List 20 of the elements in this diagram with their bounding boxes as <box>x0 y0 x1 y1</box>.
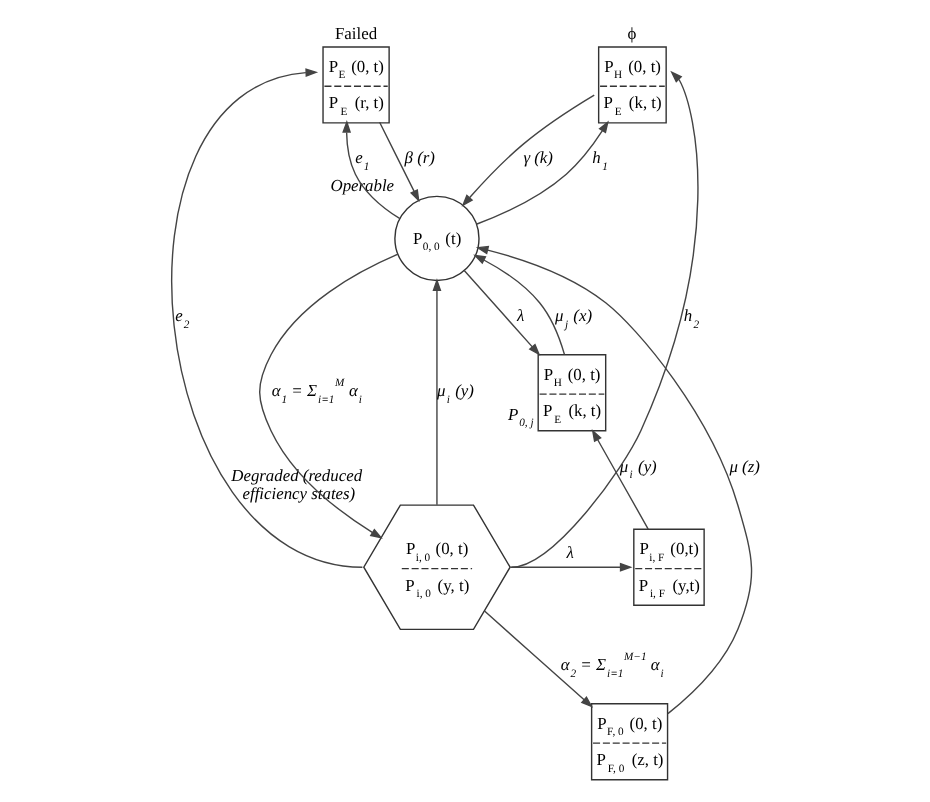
edge-label: μ (z) <box>728 455 759 476</box>
arrow <box>377 121 419 203</box>
node-label: ϕ <box>626 23 636 44</box>
arrow <box>258 253 398 539</box>
arrow <box>170 68 363 568</box>
arrow <box>482 610 593 708</box>
arrow <box>590 429 648 530</box>
arrow <box>508 562 632 572</box>
edge-label: λ <box>516 305 524 326</box>
arrow <box>462 269 540 356</box>
edge-label: γ (k) <box>522 147 552 168</box>
arrow <box>472 254 565 356</box>
node-label: Failed <box>333 23 377 44</box>
edge-label: β (r) <box>403 147 434 168</box>
arrow <box>509 70 698 568</box>
arrow <box>431 278 441 506</box>
edge-label: λ <box>565 541 573 562</box>
arrow <box>474 245 752 715</box>
arrow <box>474 120 608 225</box>
arrow <box>460 94 594 207</box>
